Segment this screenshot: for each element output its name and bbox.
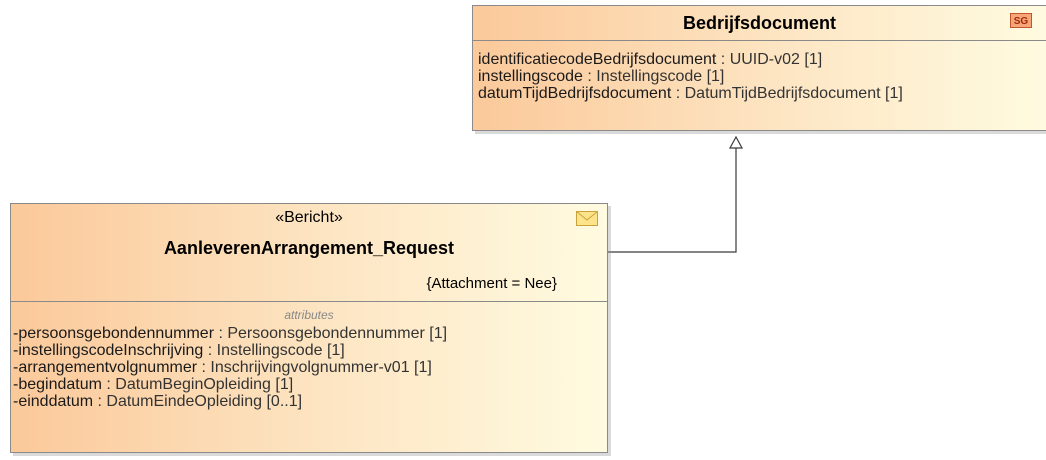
attribute-row[interactable]: datumTijdBedrijfsdocument : DatumTijdBed… [478,85,903,102]
attribute-name: -persoonsgebondennummer [13,325,215,342]
attribute-name: -arrangementvolgnummer [13,359,198,376]
sg-badge-icon: SG [1010,13,1032,28]
class-name[interactable]: Bedrijfsdocument [682,13,837,33]
attribute-row[interactable]: -arrangementvolgnummer : Inschrijvingvol… [13,359,447,376]
class-header: «Bericht» AanleverenArrangement_Request … [11,204,607,302]
attribute-name: identificatiecodeBedrijfsdocument [478,51,717,68]
attribute-row[interactable]: -begindatum : DatumBeginOpleiding [1] [13,376,447,393]
class-header: Bedrijfsdocument SG [473,6,1046,41]
generalization-line [608,148,737,253]
attribute-compartment: identificatiecodeBedrijfsdocument : UUID… [478,51,903,102]
class-aanleveren-arrangement-request[interactable]: «Bericht» AanleverenArrangement_Request … [10,203,608,453]
tagged-value: {Attachment = Nee} [426,275,557,292]
attribute-type: : Persoonsgebondennummer [1] [214,325,448,342]
class-bedrijfsdocument[interactable]: Bedrijfsdocument SG identificatiecodeBed… [472,5,1046,131]
attribute-name: -einddatum [13,393,94,410]
attribute-type: : DatumEindeOpleiding [0..1] [93,393,303,410]
attribute-type: : DatumBeginOpleiding [1] [101,376,294,393]
attribute-row[interactable]: -instellingscodeInschrijving : Instellin… [13,342,447,359]
attribute-row[interactable]: instellingscode : Instellingscode [1] [478,68,903,85]
attribute-name: -instellingscodeInschrijving [13,342,204,359]
class-name[interactable]: AanleverenArrangement_Request [163,238,455,258]
attribute-row[interactable]: -persoonsgebondennummer : Persoonsgebond… [13,325,447,342]
attribute-name: -begindatum [13,376,102,393]
attribute-compartment: -persoonsgebondennummer : Persoonsgebond… [13,325,447,410]
attribute-type: : Instellingscode [1] [203,342,345,359]
stereotype-label: «Bericht» [275,209,343,226]
attribute-type: : UUID-v02 [1] [716,51,823,68]
attribute-type: : DatumTijdBedrijfsdocument [1] [671,85,903,102]
attribute-type: : Inschrijvingvolgnummer-v01 [1] [197,359,432,376]
attribute-row[interactable]: identificatiecodeBedrijfsdocument : UUID… [478,51,903,68]
generalization-arrowhead [728,135,744,149]
envelope-icon [576,211,598,226]
attributes-section-label: attributes [284,308,334,322]
attribute-name: instellingscode [478,68,583,85]
attribute-row[interactable]: -einddatum : DatumEindeOpleiding [0..1] [13,393,447,410]
attribute-name: datumTijdBedrijfsdocument [478,85,672,102]
attribute-type: : Instellingscode [1] [582,68,725,85]
